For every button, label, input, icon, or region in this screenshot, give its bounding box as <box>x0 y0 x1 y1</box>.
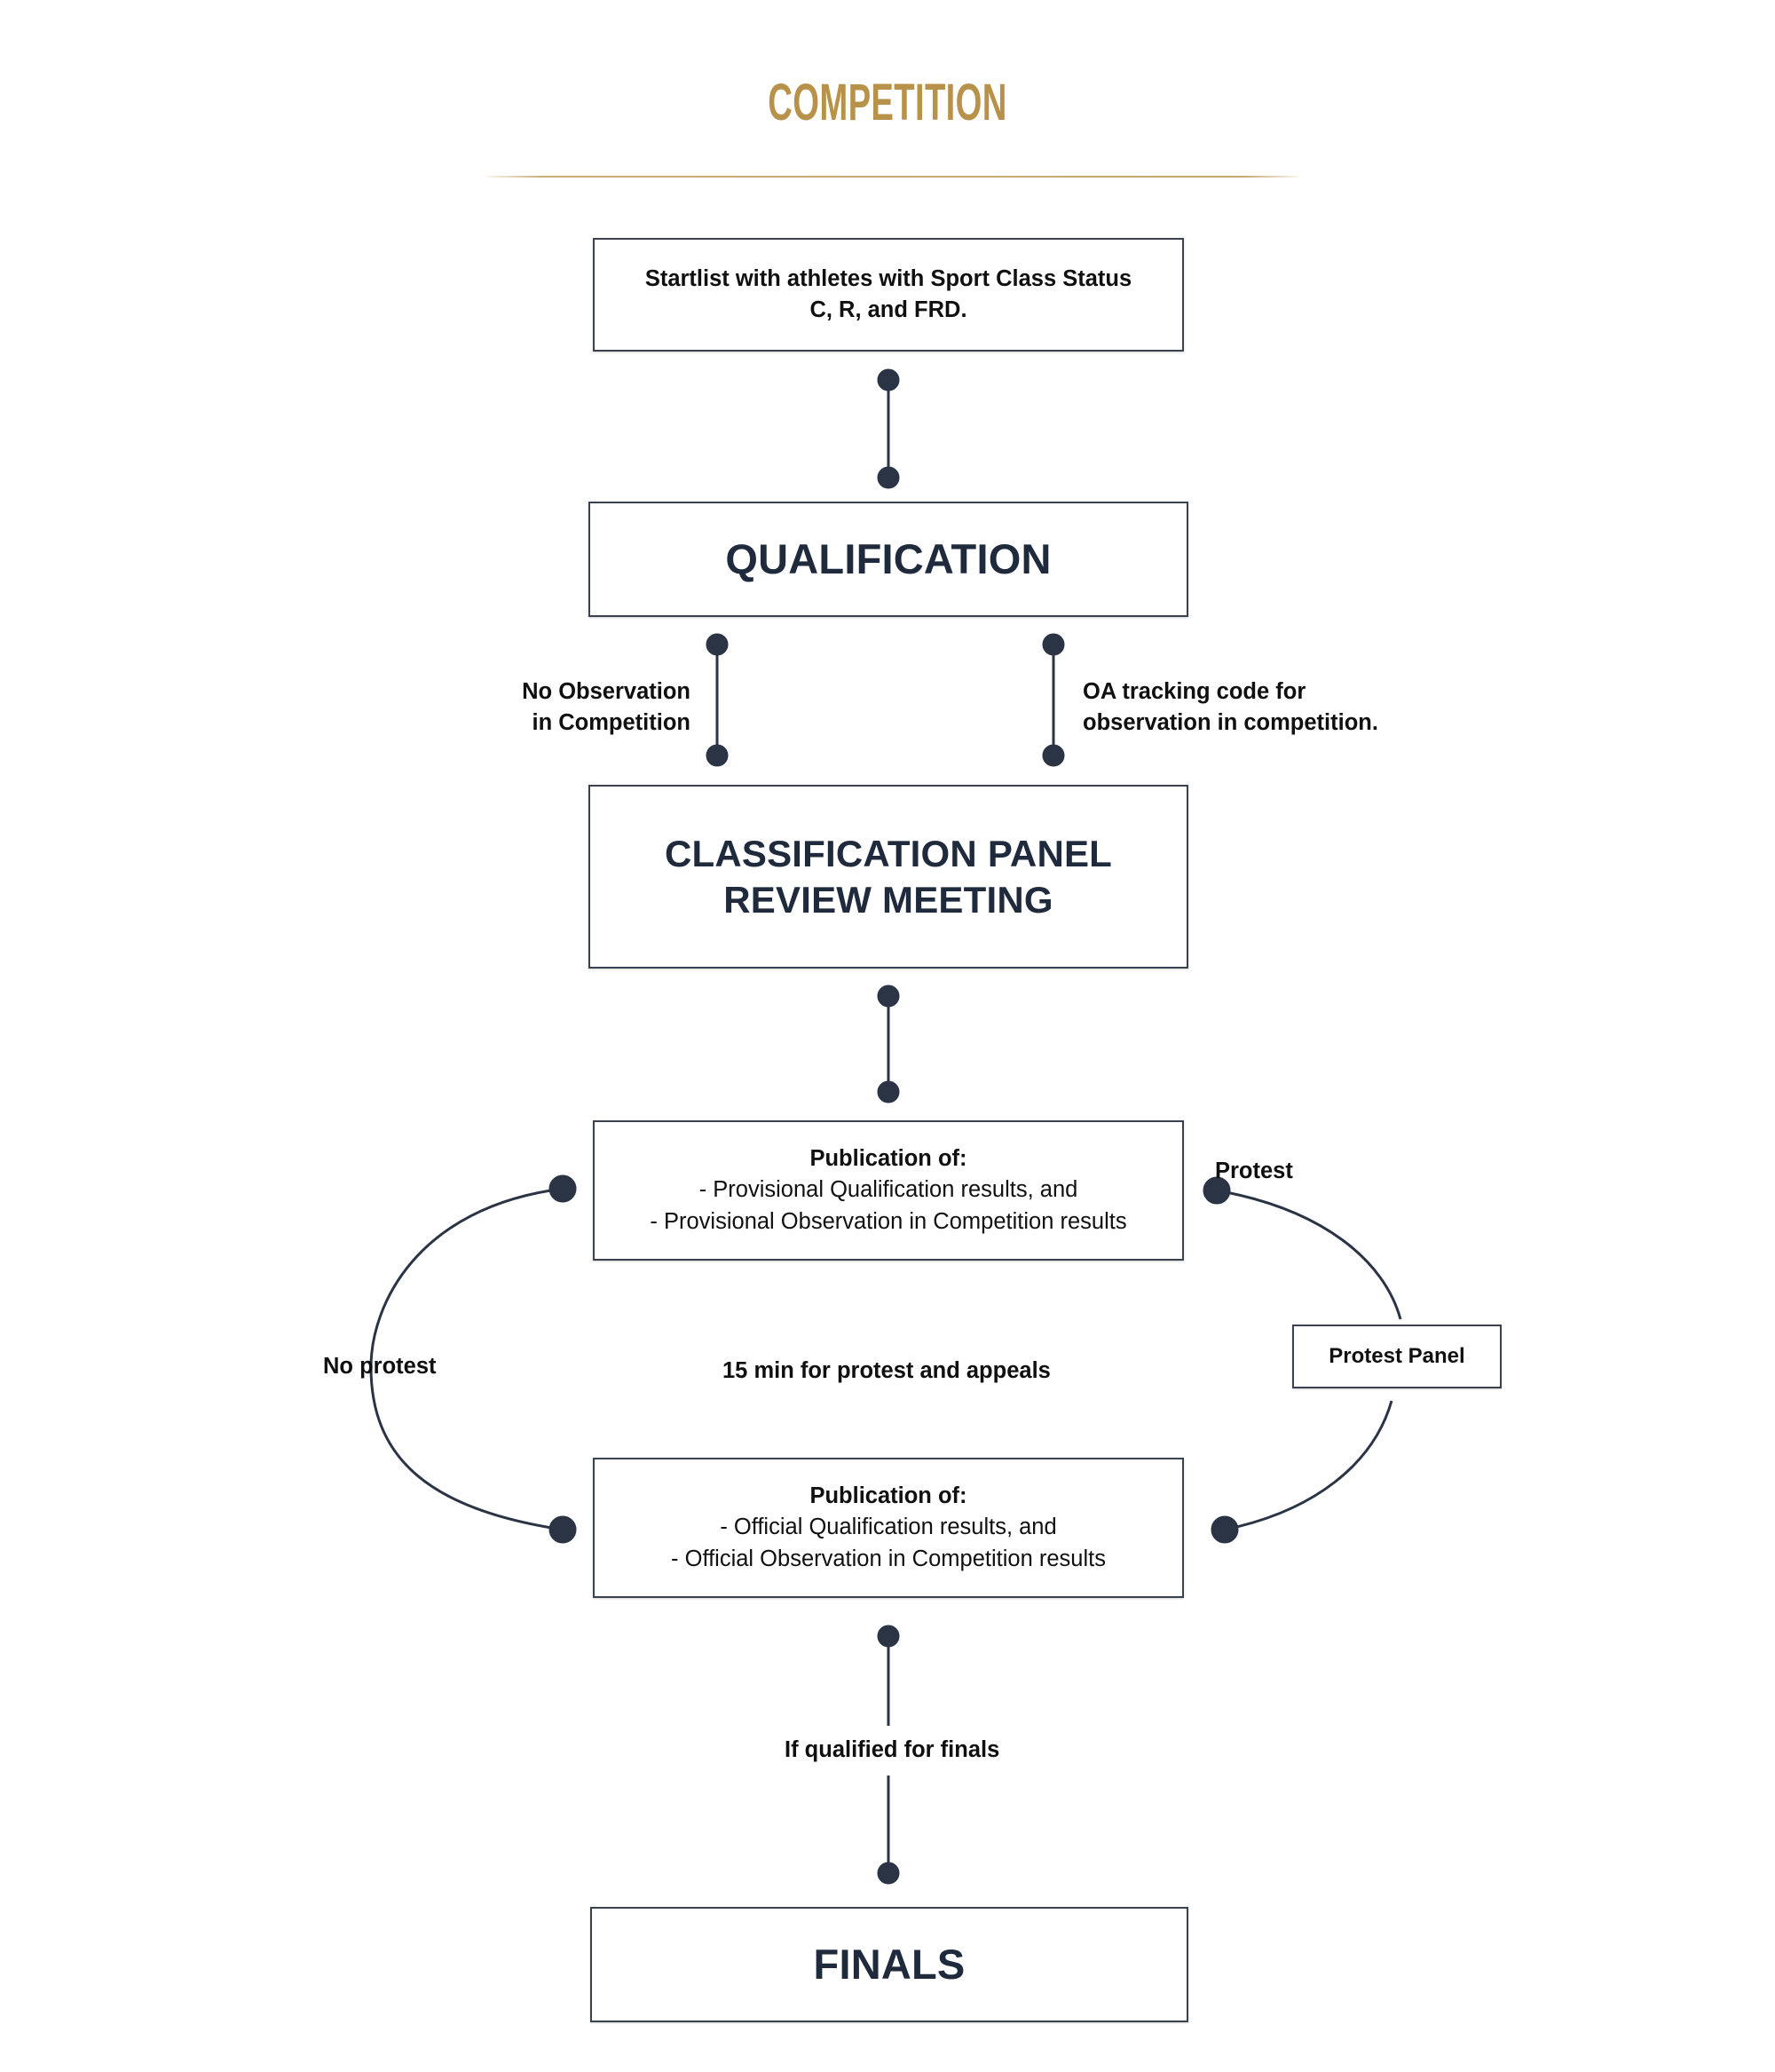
publication-official-title: Publication of: <box>809 1483 967 1509</box>
publication-official-item-2: - Official Observation in Competition re… <box>671 1546 1106 1571</box>
node-qualification[interactable]: QUALIFICATION <box>588 502 1188 617</box>
publication-provisional-title: Publication of: <box>809 1146 967 1172</box>
node-startlist[interactable]: Startlist with athletes with Sport Class… <box>593 238 1184 352</box>
connector-panel-to-publication-provisional <box>877 985 900 1103</box>
edge-label-if-qualified-for-finals: If qualified for finals <box>776 1733 1009 1768</box>
connector-protest-panel-to-publication-official <box>1211 1400 1393 1544</box>
node-panel-line-1: CLASSIFICATION PANEL <box>664 833 1113 875</box>
node-qualification-label: QUALIFICATION <box>725 535 1052 583</box>
connector-startlist-to-qualification <box>877 368 900 489</box>
connector-protest-arc-to-panel <box>1203 1176 1402 1320</box>
publication-provisional-item-1: - Provisional Qualification results, and <box>698 1177 1078 1203</box>
edge-label-protest: Protest <box>1215 1159 1293 1183</box>
connector-qualification-to-panel-right <box>1042 633 1065 767</box>
node-publication-official[interactable]: Publication of: - Official Qualification… <box>593 1458 1184 1598</box>
publication-provisional-item-2: - Provisional Observation in Competition… <box>650 1208 1127 1234</box>
node-finals[interactable]: FINALS <box>590 1907 1188 2022</box>
node-finals-label: FINALS <box>813 1941 966 1989</box>
connector-qualification-to-panel-left <box>706 633 729 767</box>
page-title: COMPETITION <box>768 74 1007 131</box>
node-classification-panel-review-meeting[interactable]: CLASSIFICATION PANEL REVIEW MEETING <box>588 785 1188 969</box>
edge-label-no-observation: No Observation in Competition <box>522 679 690 736</box>
edge-label-oa-tracking-code: OA tracking code for observation in comp… <box>1083 679 1378 736</box>
edge-label-no-protest: No protest <box>323 1354 437 1379</box>
title-divider <box>486 176 1298 178</box>
publication-official-item-1: - Official Qualification results, and <box>720 1514 1057 1540</box>
node-publication-provisional[interactable]: Publication of: - Provisional Qualificat… <box>593 1120 1184 1261</box>
node-startlist-line-1: Startlist with athletes with Sport Class… <box>644 265 1132 291</box>
node-protest-panel-label: Protest Panel <box>1329 1344 1465 1368</box>
annotation-15-min-for-protest-and-appeals: 15 min for protest and appeals <box>722 1358 1051 1383</box>
node-protest-panel[interactable]: Protest Panel <box>1292 1325 1502 1388</box>
node-startlist-line-2: C, R, and FRD. <box>809 297 967 322</box>
node-panel-line-2: REVIEW MEETING <box>723 878 1053 921</box>
